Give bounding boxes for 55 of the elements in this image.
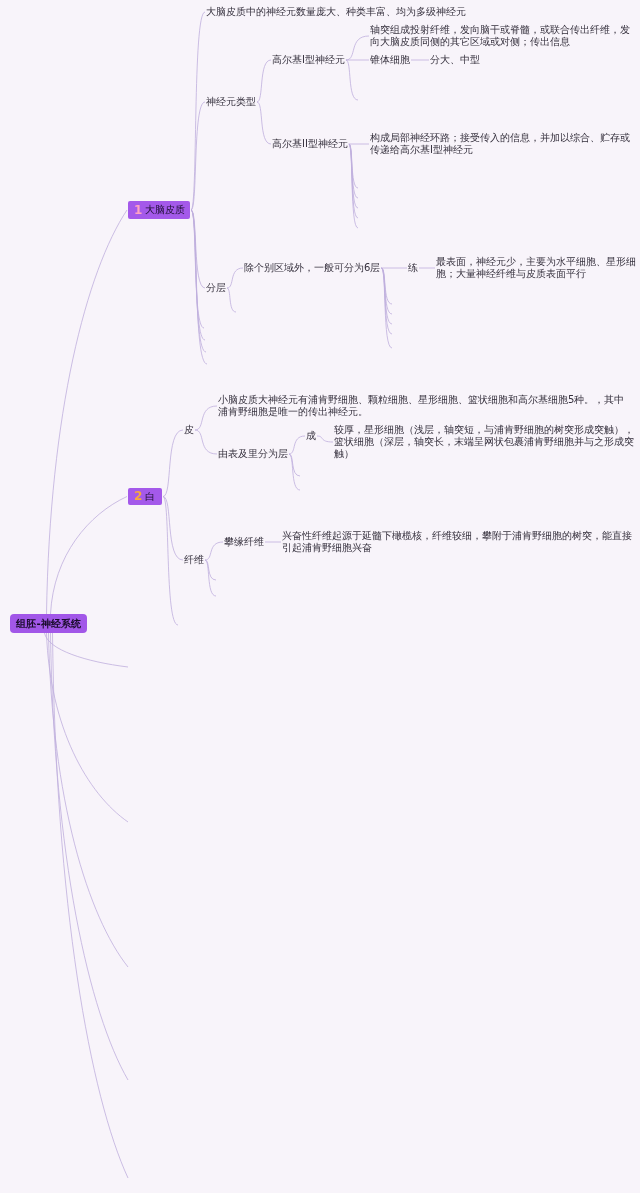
description-text: 较厚，星形细胞（浅层，轴突短，与浦肯野细胞的树突形成突触），篮状细胞（深层，轴突长，末端呈网状包裹浦肯野细胞并与之形成突触）: [334, 424, 636, 460]
main-topic-box: [128, 488, 162, 505]
branch-line: [226, 267, 244, 289]
topic-label: 白: [145, 490, 156, 503]
branch-line: [44, 632, 129, 668]
priority-number: 2: [134, 490, 143, 503]
description-text: 轴突组成投射纤维，发向脑干或脊髓，或联合传出纤维，发向大脑皮质同侧的其它区域或对侧；传出信息: [370, 24, 634, 48]
topic-label: 高尔基I型神经元: [272, 54, 345, 66]
central-topic: 组胚-神经系统: [10, 614, 87, 633]
branch-line: [381, 267, 393, 349]
branch-line: [204, 559, 217, 581]
topic-label: 分大、中型: [430, 54, 480, 66]
branch-line: [46, 209, 128, 615]
topic-label: 高尔基II型神经元: [272, 138, 348, 150]
description-text: 最表面，神经元少，主要为水平细胞、星形细胞；大量神经纤维与皮质表面平行: [436, 256, 636, 280]
topic-label: 攀缘纤维: [224, 536, 264, 548]
description-text: 构成局部神经环路；接受传入的信息，并加以综合、贮存或传递给高尔基I型神经元: [370, 132, 634, 156]
branch-line: [52, 632, 129, 1179]
topic-label: 纤维: [184, 554, 204, 566]
branch-line: [288, 453, 301, 491]
branch-line: [46, 632, 129, 823]
topic-label: 除个别区域外，一般可分为6层: [244, 262, 381, 274]
branch-line: [194, 405, 218, 431]
branch-line: [204, 541, 224, 561]
priority-number: 1: [134, 203, 143, 217]
topic-label: 锥体细胞: [370, 54, 410, 66]
branch-line: [162, 496, 179, 626]
topic-label: 皮: [184, 424, 194, 436]
branch-line: [48, 632, 129, 968]
branch-line: [204, 559, 217, 597]
description-text: 小脑皮质大神经元有浦肯野细胞、颗粒细胞、星形细胞、篮状细胞和高尔基细胞5种。，其中浦肯野细胞是唯一的传出神经元。: [218, 394, 634, 418]
topic-label: 由表及里分为层: [218, 448, 288, 460]
topic-label: 大脑皮质: [145, 204, 186, 216]
topic-label: 分层: [206, 282, 226, 294]
branch-line: [50, 496, 128, 615]
branch-line: [316, 435, 334, 443]
branch-line: [256, 59, 272, 103]
branch-line: [162, 429, 184, 497]
topic-label: 练: [408, 262, 418, 274]
branch-line: [381, 267, 393, 305]
main-topic-box: [128, 201, 190, 219]
branch-line: [190, 101, 206, 211]
branch-line: [50, 632, 129, 1081]
description-text: 兴奋性纤维起源于延髓下橄榄核，纤维较细，攀附于浦肯野细胞的树突，能直接引起浦肯野细胞兴奋: [282, 530, 632, 554]
topic-label: 成: [306, 430, 316, 442]
branch-line: [194, 429, 218, 455]
branch-line: [256, 101, 272, 145]
branch-line: [288, 453, 301, 477]
branch-line: [345, 59, 359, 101]
branch-line: [288, 435, 306, 455]
topic-label: 大脑皮质中的神经元数量庞大、种类丰富、均为多级神经元: [206, 6, 466, 18]
branch-line: [162, 496, 184, 561]
branch-line: [226, 287, 237, 313]
branch-line: [190, 11, 206, 211]
topic-label: 神经元类型: [206, 96, 256, 108]
